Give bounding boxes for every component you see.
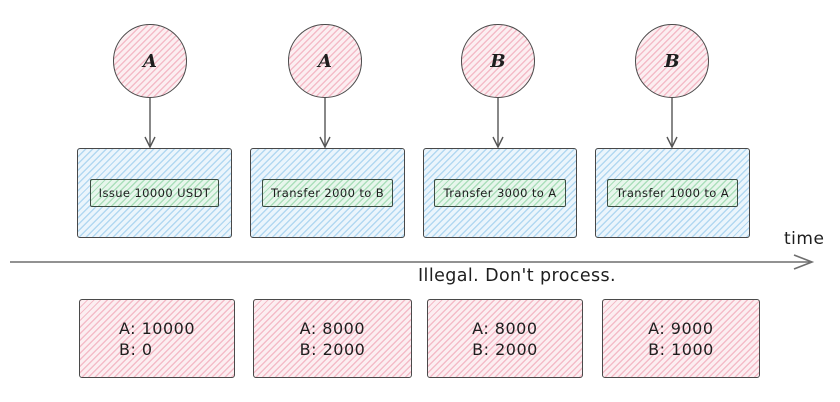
transaction-label: Transfer 3000 to A [434,179,566,207]
actor-node-3: B [461,24,535,98]
balance-box: A: 9000 B: 1000 [602,299,760,378]
down-arrow-icon [666,98,678,149]
balance-line-b: B: 1000 [648,339,714,359]
balance-box: A: 8000 B: 2000 [427,299,583,378]
balance-box: A: 8000 B: 2000 [253,299,412,378]
balance-line-b: B: 0 [118,339,153,359]
balance-line-a: A: 8000 [299,318,366,338]
transaction-label: Issue 10000 USDT [89,179,220,207]
actor-label: B [490,50,506,72]
balance-line-a: A: 8000 [472,318,538,338]
down-arrow-icon [144,98,156,149]
balance-box: A: 10000 B: 0 [79,299,235,378]
balance-line-b: B: 2000 [299,339,366,359]
actor-node-4: B [635,24,709,98]
transaction-box: Issue 10000 USDT [77,148,232,238]
actor-node-2: A [288,24,362,98]
balance-line-a: A: 10000 [118,318,196,338]
annotation-text: Illegal. Don't process. [418,266,616,286]
balance-line-a: A: 9000 [648,318,714,338]
actor-label: B [664,50,680,72]
actor-label: A [318,50,332,72]
transaction-box: Transfer 1000 to A [595,148,750,238]
transaction-box: Transfer 2000 to B [250,148,405,238]
balance-line-b: B: 2000 [472,339,538,359]
actor-label: A [143,50,157,72]
down-arrow-icon [319,98,331,149]
actor-node-1: A [113,24,187,98]
transaction-label: Transfer 1000 to A [606,179,739,207]
timeline-arrow-icon [10,254,815,270]
transaction-label: Transfer 2000 to B [261,179,394,207]
timeline-label: time [784,229,825,249]
down-arrow-icon [492,98,504,149]
transaction-box: Transfer 3000 to A [423,148,577,238]
